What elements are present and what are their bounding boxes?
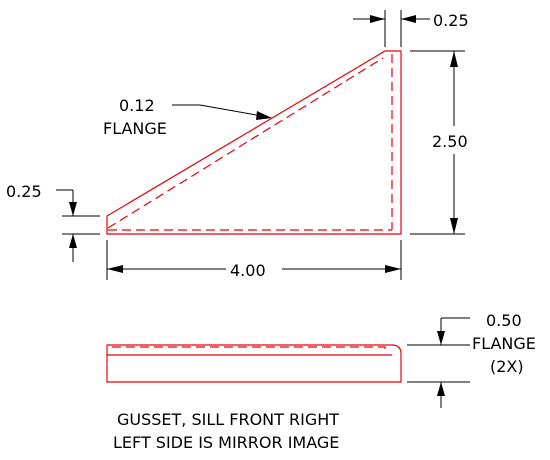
flange-strip-outline (106, 344, 402, 383)
flange-width-dimension: 0.50 FLANGE (2X) (407, 311, 536, 408)
gusset-front-view (106, 50, 402, 235)
left-height-arrow-bottom (69, 234, 77, 248)
top-width-arrow-left (370, 15, 385, 23)
flange-label: FLANGE (103, 119, 167, 138)
caption-line-1: GUSSET, SILL FRONT RIGHT (117, 410, 339, 429)
flange-width-arrow-top (437, 331, 445, 345)
flange-width-arrow-bottom (437, 382, 445, 396)
length-dimension: 4.00 (106, 240, 402, 280)
length-value: 4.00 (230, 261, 266, 280)
gusset-top-view (106, 344, 402, 383)
height-dimension: 2.50 (410, 50, 468, 235)
flange-thickness-label: 0.12 (119, 96, 155, 115)
top-width-value: 0.25 (433, 11, 469, 30)
gusset-outline (106, 50, 402, 235)
flange-width-label: FLANGE (472, 334, 536, 353)
flange-quantity: (2X) (490, 357, 524, 376)
flange-leader-arrowhead (256, 111, 272, 120)
flange-leader-line (172, 104, 263, 117)
left-height-dimension: 0.25 (6, 182, 100, 262)
flange-width-value: 0.50 (486, 311, 522, 330)
left-height-value: 0.25 (6, 182, 42, 201)
flange-hidden-line-slope (107, 57, 384, 229)
drawing-caption: GUSSET, SILL FRONT RIGHT LEFT SIDE IS MI… (113, 410, 339, 452)
height-arrow-top (450, 51, 458, 67)
top-width-dimension: 0.25 (353, 10, 469, 47)
flange-top-hidden-line (112, 346, 386, 354)
height-arrow-bottom (450, 218, 458, 234)
flange-thickness-callout: 0.12 FLANGE (103, 96, 272, 138)
length-arrow-right (385, 265, 401, 273)
length-arrow-left (107, 265, 123, 273)
height-value: 2.50 (432, 132, 468, 151)
top-width-arrow-right (401, 15, 416, 23)
left-height-arrow-top (69, 202, 77, 216)
caption-line-2: LEFT SIDE IS MIRROR IMAGE (113, 433, 339, 452)
